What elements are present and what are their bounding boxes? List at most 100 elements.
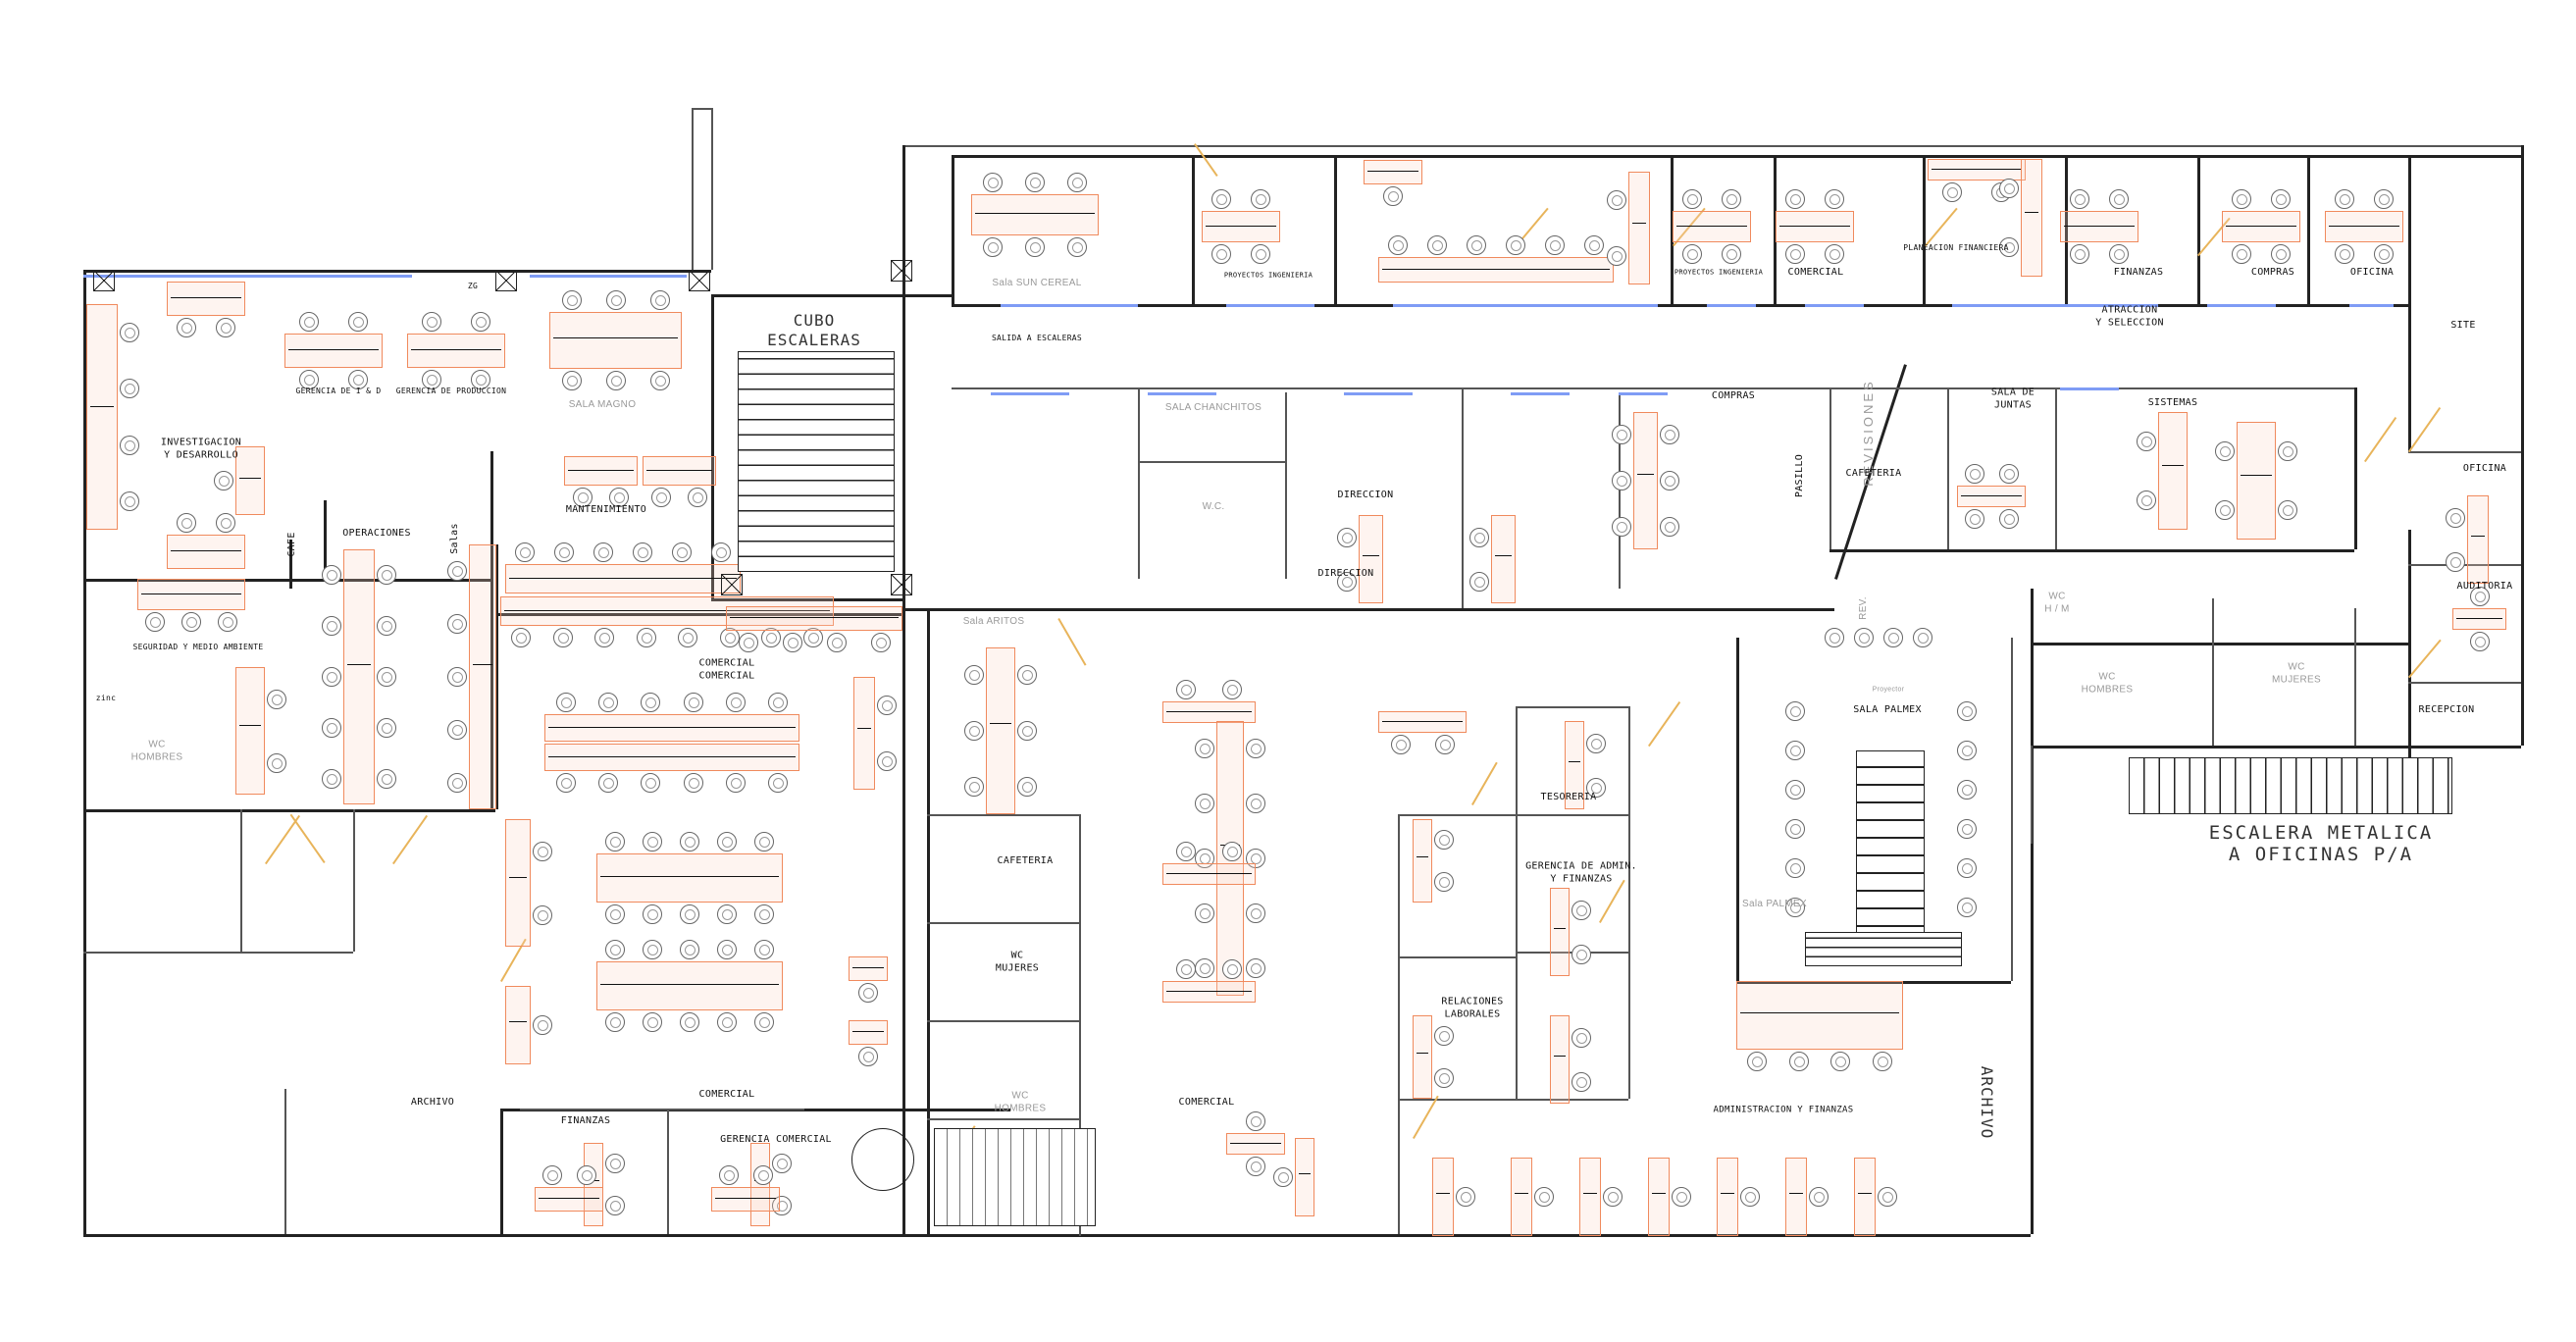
chair-icon bbox=[1571, 900, 1591, 920]
room-label: SEGURIDAD Y MEDIO AMBIENTE bbox=[132, 643, 264, 651]
room-label: ARCHIVO bbox=[1978, 1065, 1996, 1140]
wall bbox=[1285, 392, 1287, 579]
chair-icon bbox=[680, 940, 699, 959]
wall bbox=[1462, 387, 1464, 608]
desk bbox=[711, 1187, 780, 1212]
desk bbox=[1633, 412, 1658, 549]
room-label: Sala PALMEX bbox=[1742, 898, 1807, 909]
chair-icon bbox=[683, 693, 703, 712]
chair-icon bbox=[1211, 189, 1231, 209]
desk bbox=[1776, 211, 1854, 242]
chair-icon bbox=[1469, 571, 1489, 592]
chair-icon bbox=[1383, 186, 1403, 206]
wall bbox=[927, 1118, 1079, 1120]
wall bbox=[2354, 608, 2356, 746]
room-label: SALA PALMEX bbox=[1853, 703, 1922, 715]
room-label: PASILLO bbox=[1793, 453, 1805, 498]
chair-icon bbox=[1456, 1187, 1475, 1207]
chair-icon bbox=[1722, 244, 1741, 264]
room-label: SALA CHANCHITOS bbox=[1164, 401, 1262, 413]
desk bbox=[2060, 211, 2138, 242]
room-label: Sala SUN CEREAL bbox=[992, 277, 1082, 288]
desk bbox=[1359, 515, 1383, 603]
chair-icon bbox=[672, 542, 692, 562]
window bbox=[1001, 304, 1138, 307]
chair-icon bbox=[1222, 680, 1243, 699]
chair-icon bbox=[826, 633, 847, 652]
wall bbox=[83, 270, 711, 273]
chair-icon bbox=[561, 290, 582, 310]
chair-icon bbox=[377, 718, 396, 738]
chair-icon bbox=[717, 904, 737, 924]
desk bbox=[986, 647, 1015, 814]
wall bbox=[1516, 706, 1628, 708]
room-label: GERENCIA DE ADMIN. Y FINANZAS bbox=[1525, 860, 1637, 885]
chair-icon bbox=[177, 318, 196, 337]
chair-icon bbox=[2137, 432, 2156, 451]
desk bbox=[2467, 495, 2489, 584]
door-swing bbox=[392, 814, 428, 864]
chair-icon bbox=[1251, 244, 1270, 264]
chair-icon bbox=[982, 173, 1003, 192]
chair-icon bbox=[1785, 819, 1805, 839]
chair-icon bbox=[678, 628, 698, 647]
chair-icon bbox=[738, 633, 758, 652]
desk bbox=[1162, 863, 1256, 885]
chair-icon bbox=[322, 667, 341, 687]
room-label: CAFETERIA bbox=[997, 854, 1054, 866]
chair-icon bbox=[1175, 842, 1196, 861]
chair-icon bbox=[541, 1165, 562, 1185]
chair-icon bbox=[680, 1012, 699, 1032]
desk bbox=[343, 549, 375, 804]
chair-icon bbox=[643, 904, 662, 924]
wall bbox=[2011, 638, 2013, 981]
wall bbox=[1192, 155, 1195, 306]
chair-icon bbox=[214, 471, 233, 490]
door-swing bbox=[289, 813, 326, 863]
chair-icon bbox=[633, 542, 652, 562]
chair-icon bbox=[2215, 500, 2235, 520]
palmex-steps-base bbox=[1805, 932, 1962, 966]
door-swing bbox=[1471, 761, 1498, 805]
chair-icon bbox=[649, 290, 670, 310]
chair-icon bbox=[267, 752, 286, 773]
desk bbox=[643, 456, 716, 486]
desk bbox=[1550, 1015, 1570, 1104]
chair-icon bbox=[1809, 1187, 1829, 1207]
desk bbox=[1378, 257, 1614, 283]
chair-icon bbox=[120, 491, 139, 512]
room-label: GERENCIA DE PRODUCCION bbox=[395, 387, 507, 395]
wall bbox=[1619, 392, 1621, 589]
desk bbox=[549, 312, 682, 369]
wall bbox=[520, 1109, 804, 1110]
room-label: WC HOMBRES bbox=[994, 1090, 1047, 1114]
chair-icon bbox=[1571, 1071, 1591, 1092]
room-label: COMPRAS bbox=[1711, 389, 1756, 401]
chair-icon bbox=[322, 769, 341, 789]
wall bbox=[902, 145, 2521, 147]
chair-icon bbox=[1222, 959, 1243, 979]
room-label: DIRECCION bbox=[1317, 567, 1374, 579]
column-icon bbox=[495, 270, 517, 291]
wall bbox=[927, 1020, 1079, 1022]
wall bbox=[83, 270, 86, 1236]
chair-icon bbox=[1246, 903, 1265, 923]
wall bbox=[83, 952, 353, 954]
room-label: ARCHIVO bbox=[410, 1096, 455, 1108]
chair-icon bbox=[216, 318, 235, 337]
chair-icon bbox=[1584, 235, 1604, 255]
room-label: CUBO ESCALERAS bbox=[767, 311, 861, 349]
chair-icon bbox=[605, 1012, 625, 1032]
wall bbox=[495, 544, 498, 809]
wall bbox=[711, 108, 713, 270]
chair-icon bbox=[726, 773, 746, 793]
chair-icon bbox=[2446, 507, 2465, 528]
column-icon bbox=[721, 574, 743, 595]
chair-icon bbox=[1017, 665, 1037, 686]
chair-icon bbox=[1211, 244, 1231, 264]
desk bbox=[1162, 701, 1256, 723]
palmex-steps bbox=[1856, 750, 1925, 961]
chair-icon bbox=[322, 718, 341, 738]
room-label: CAFETERIA bbox=[1845, 467, 1902, 479]
chair-icon bbox=[1785, 741, 1805, 760]
